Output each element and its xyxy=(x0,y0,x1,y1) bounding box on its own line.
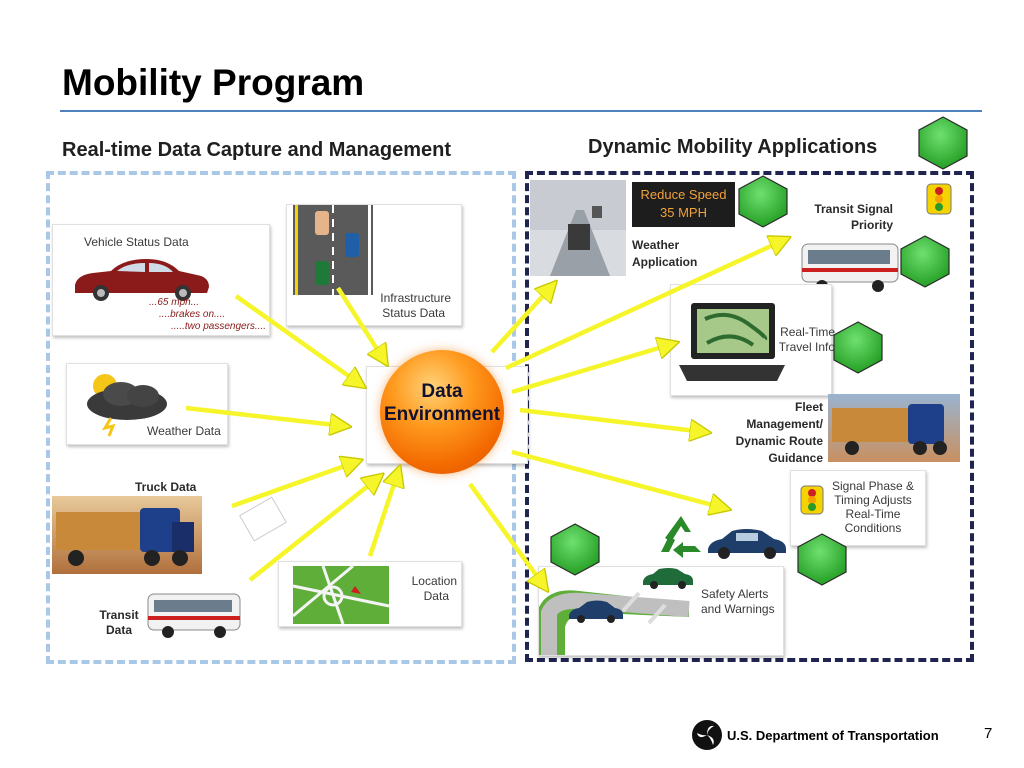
road-car-icon xyxy=(569,600,623,623)
travel-info-label-2: Travel Info xyxy=(778,340,835,354)
hexagon-icon xyxy=(833,321,883,374)
weather-data-label: Weather Data xyxy=(147,424,221,438)
title-divider xyxy=(60,110,982,112)
signal-phase-label-2: Timing Adjusts xyxy=(834,493,912,507)
signal-phase-label-4: Conditions xyxy=(844,521,902,535)
department-name: U.S. Department of Transportation xyxy=(727,728,939,743)
vehicle-note-brakes: ....brakes on.... xyxy=(159,309,226,320)
fleet-truck-image xyxy=(828,394,960,462)
arrow-vehicle-to-hub xyxy=(234,294,360,384)
hub-label-line-1: Data xyxy=(421,381,463,402)
vehicle-status-card: Vehicle Status Data ...65 mph... ....bra… xyxy=(52,224,270,336)
page-number: 7 xyxy=(984,725,993,742)
truck-image xyxy=(52,496,202,574)
curved-road-image xyxy=(539,590,690,655)
arrow-hub-to-transit-priority xyxy=(505,240,784,371)
transit-data-label-1: Transit xyxy=(99,608,139,622)
sign-line-2: 35 MPH xyxy=(660,205,707,220)
recycle-icon xyxy=(661,516,701,558)
infrastructure-label-1: Infrastructure xyxy=(380,291,451,305)
location-label-2: Data xyxy=(423,589,449,603)
sedan-icon xyxy=(75,259,209,301)
vehicle-note-passengers: .....two passengers.... xyxy=(171,321,267,332)
infrastructure-card: Infrastructure Status Data xyxy=(286,204,462,326)
fleet-label-2: Management/ xyxy=(746,417,823,431)
page-title: Mobility Program xyxy=(62,62,365,103)
weather-app-label-2: Application xyxy=(632,255,698,269)
travel-info-card: Real-Time Travel Info xyxy=(670,284,835,396)
signal-phase-label-1: Signal Phase & xyxy=(831,479,915,493)
arrow-weather-to-hub xyxy=(185,405,344,426)
blue-car-icon xyxy=(708,529,786,559)
arrow-hub-to-travel-info xyxy=(511,344,672,395)
snowy-road-image xyxy=(530,180,626,276)
usdot-logo-icon xyxy=(692,720,722,750)
traffic-light-icon xyxy=(926,183,952,215)
infrastructure-label-2: Status Data xyxy=(382,306,445,320)
hexagon-icon xyxy=(918,116,968,170)
sign-line-1: Reduce Speed xyxy=(640,187,727,202)
vehicle-status-label: Vehicle Status Data xyxy=(84,235,189,249)
signal-phase-label-3: Real-Time xyxy=(845,507,901,521)
weather-data-card: Weather Data xyxy=(66,363,228,445)
signal-light-icon xyxy=(800,485,824,515)
transit-data-label-2: Data xyxy=(105,623,132,637)
transit-bus-icon xyxy=(147,593,241,638)
hexagon-icon xyxy=(900,235,950,288)
transit-signal-label-1: Transit Signal xyxy=(814,202,893,216)
arrow-hub-to-signal-phase xyxy=(511,449,724,508)
location-data-card: Location Data xyxy=(278,561,462,627)
fleet-label-1: Fleet xyxy=(794,400,823,414)
data-environment-hub xyxy=(380,350,504,474)
location-label-1: Location xyxy=(411,574,457,588)
safety-label-2: and Warnings xyxy=(701,602,775,616)
left-panel-title: Real-time Data Capture and Management xyxy=(62,139,451,161)
green-car-icon xyxy=(643,568,693,589)
weather-app-label-1: Weather xyxy=(632,238,680,252)
safety-label-1: Safety Alerts xyxy=(701,587,769,601)
fleet-label-3: Dynamic Route xyxy=(735,434,823,448)
storm-cloud-icon xyxy=(87,374,167,437)
triskelion-icon xyxy=(697,725,714,745)
arrow-hub-to-fleet xyxy=(519,407,704,432)
hexagon-icon xyxy=(797,533,847,586)
arrow-transit-to-hub xyxy=(248,478,378,582)
vehicle-note-speed: ...65 mph... xyxy=(149,297,200,308)
laptop-icon xyxy=(679,303,785,381)
safety-alerts-card: Safety Alerts and Warnings xyxy=(538,566,784,656)
road-lanes-icon xyxy=(293,205,373,295)
right-panel-title: Dynamic Mobility Applications xyxy=(588,136,878,158)
arrow-hub-to-safety xyxy=(468,482,544,586)
transit-signal-label-2: Priority xyxy=(850,218,893,232)
arrow-truck-to-hub xyxy=(231,462,356,509)
arrow-hub-to-weather-app xyxy=(490,286,552,354)
hub-label-line-2: Environment xyxy=(383,404,501,425)
reduce-speed-sign: Reduce Speed 35 MPH xyxy=(632,182,735,227)
fleet-label-4: Guidance xyxy=(768,451,823,465)
hub-label: Data Environment xyxy=(372,380,512,426)
map-icon xyxy=(292,564,390,625)
hexagon-icon xyxy=(738,175,788,228)
arrow-location-to-hub xyxy=(367,472,398,557)
arrow-infrastructure-to-hub xyxy=(336,286,384,360)
hexagon-icon xyxy=(550,523,600,576)
travel-info-label-1: Real-Time xyxy=(780,325,835,339)
truck-data-label: Truck Data xyxy=(135,480,197,494)
